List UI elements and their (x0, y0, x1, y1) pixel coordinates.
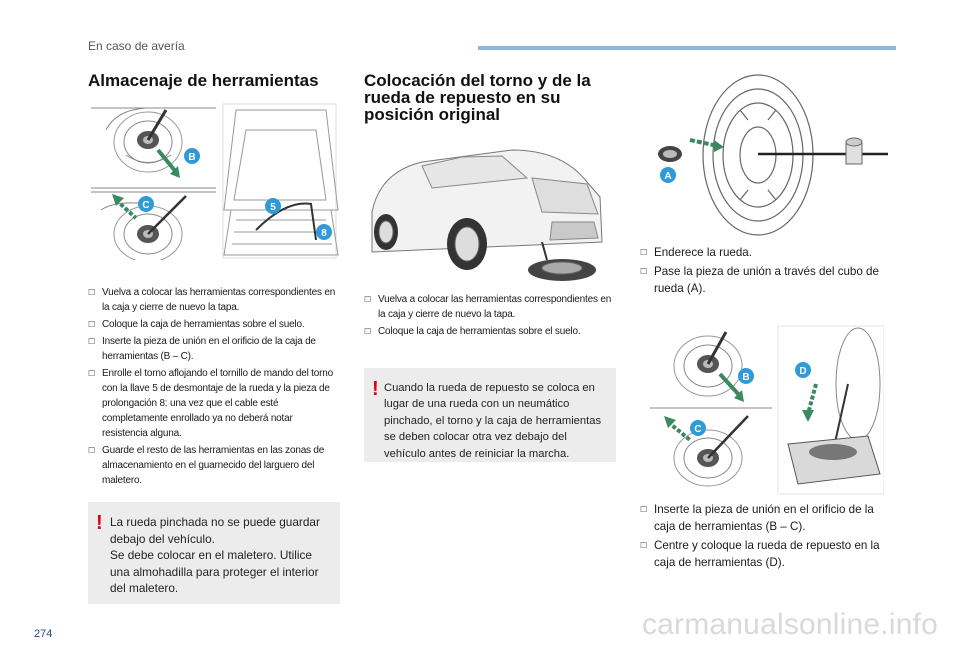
left-title: Almacenaje de herramientas (88, 71, 319, 90)
list-item: Coloque la caja de herramientas sobre el… (364, 324, 618, 339)
badge-8-icon: 8 (316, 224, 332, 240)
badge-label-8: 8 (321, 228, 327, 239)
badge-5-icon: 5 (265, 198, 281, 214)
arrow-icon (689, 138, 724, 152)
badge-label-5: 5 (270, 202, 276, 213)
list-item: Pase la pieza de unión a través del cubo… (640, 263, 896, 297)
list-item: Inserte la pieza de unión en el orificio… (88, 334, 340, 364)
car-spare-wheel-illustration (362, 142, 614, 282)
list-item: Coloque la caja de herramientas sobre el… (88, 317, 340, 332)
wheel-icon (374, 214, 398, 250)
badge-c-icon: C (138, 196, 154, 212)
connector-icon (658, 146, 682, 162)
arrow-icon (718, 372, 744, 402)
wheel-hub-illustration: A (648, 70, 896, 240)
badge-label-c: C (142, 200, 149, 211)
list-item: Guarde el resto de las herramientas en l… (88, 443, 340, 488)
middle-bullet-list: Vuelva a colocar las herramientas corres… (364, 292, 618, 341)
badge-label-d: D (799, 366, 806, 377)
arrow-icon (802, 383, 818, 422)
list-item: Centre y coloque la rueda de repuesto en… (640, 537, 896, 571)
spare-wheel-icon (528, 259, 596, 281)
badge-c-icon: C (690, 420, 706, 436)
section-header: En caso de avería (88, 39, 185, 53)
page-number: 274 (34, 628, 53, 640)
badge-label-c: C (694, 424, 701, 435)
left-warning-text: La rueda pinchada no se puede guardar de… (110, 515, 320, 595)
badge-label-a: A (664, 171, 671, 182)
badge-label-b: B (742, 372, 749, 383)
hub-cap-icon (845, 137, 863, 165)
arrow-icon (156, 148, 180, 178)
middle-title: Colocación del torno y de la rueda de re… (364, 71, 591, 124)
right-top-bullet-list: Enderece la rueda. Pase la pieza de unió… (640, 244, 896, 299)
middle-warning-text: Cuando la rueda de repuesto se coloca en… (384, 382, 602, 460)
watermark: carmanualsonline.info (641, 608, 938, 641)
toolbox-icon (787, 435, 881, 485)
list-item: Vuelva a colocar las herramientas corres… (88, 285, 340, 315)
middle-warning-box: ! Cuando la rueda de repuesto se coloca … (364, 368, 616, 462)
right-bottom-bullet-list: Inserte la pieza de unión en el orificio… (640, 501, 896, 573)
list-item: Enrolle el torno aflojando el tornillo d… (88, 366, 340, 441)
tool-storage-illustration: B C (86, 100, 341, 260)
list-item: Enderece la rueda. (640, 244, 896, 261)
left-bullet-list: Vuelva a colocar las herramientas corres… (88, 285, 340, 490)
badge-d-icon: D (795, 362, 811, 378)
warning-icon: ! (96, 512, 103, 534)
arrow-icon (664, 416, 692, 442)
header-bar (478, 46, 896, 50)
badge-label-b: B (188, 152, 195, 163)
toolbox-spare-wheel-illustration: B C (648, 324, 884, 496)
left-warning-box: ! La rueda pinchada no se puede guardar … (88, 502, 340, 604)
arrow-icon (112, 194, 138, 220)
list-item: Vuelva a colocar las herramientas corres… (364, 292, 618, 322)
warning-icon: ! (372, 378, 379, 400)
badge-b-icon: B (738, 368, 754, 384)
badge-a-icon: A (660, 167, 676, 183)
wheel-icon (447, 218, 487, 270)
badge-b-icon: B (184, 148, 200, 164)
list-item: Inserte la pieza de unión en el orificio… (640, 501, 896, 535)
